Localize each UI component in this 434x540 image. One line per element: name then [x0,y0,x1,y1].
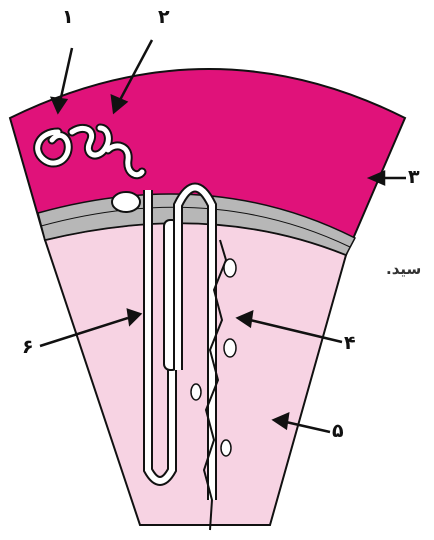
duct-cell-3 [191,384,201,400]
side-text-fragment: سید. [386,262,421,277]
label-5: ۵ [332,422,344,441]
glomerulus [112,192,140,212]
label-6: ۶ [22,338,34,357]
duct-cell-2 [224,339,236,357]
duct-cell-4 [221,440,231,456]
label-2: ۲ [158,8,170,27]
duct-cell-1 [224,259,236,277]
label-3: ۳ [408,168,420,187]
label-4: ۴ [344,334,356,353]
medulla-region [45,223,346,525]
label-1: ۱ [62,8,74,27]
